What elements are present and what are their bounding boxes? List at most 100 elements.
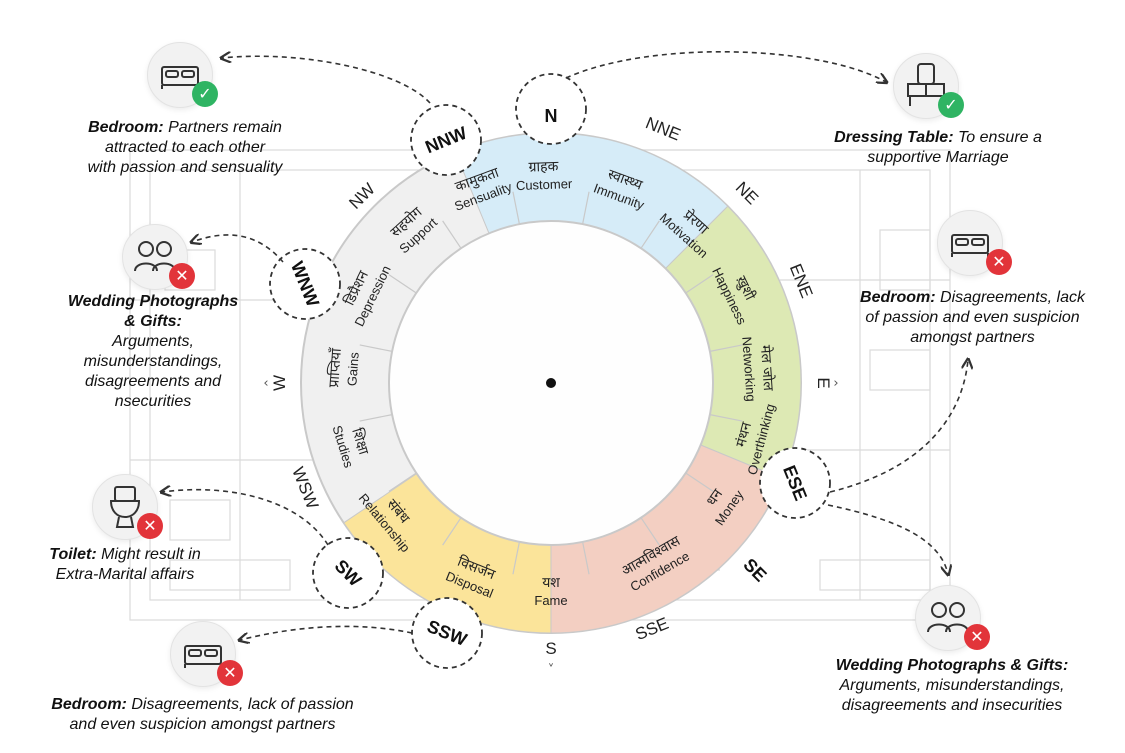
highlight-circle-n — [515, 73, 587, 145]
zone-divider — [582, 191, 590, 225]
toilet-icon — [109, 486, 141, 528]
caption-text: supportive Marriage — [867, 149, 1009, 166]
caption-title: Toilet: — [49, 546, 97, 563]
dressing-table-icon — [907, 63, 945, 106]
direction-label-ene: ENE — [786, 261, 817, 301]
direction-label-e: E — [814, 377, 833, 388]
caption-bedroom-ene: Bedroom: Disagreements, lack of passion … — [835, 288, 1110, 348]
zone-divider — [388, 274, 417, 294]
zone-divider — [359, 344, 393, 352]
bed-icon — [161, 66, 199, 89]
zone-divider — [512, 191, 520, 225]
highlight-circle-wnw — [269, 248, 341, 320]
direction-label-w: W — [270, 375, 289, 391]
zone-divider — [442, 220, 462, 249]
zone-label-fame: यश Fame — [534, 575, 567, 608]
highlight-label-n: N — [545, 106, 558, 126]
caption-text: nsecurities — [114, 393, 192, 410]
caption-text: misunderstandings, — [83, 353, 223, 370]
arrow-ese-to-bedroom — [829, 360, 968, 493]
caption-text: Arguments, — [112, 333, 194, 350]
arrow-ssw-to-bedroom — [240, 625, 413, 640]
highlight-circles — [269, 73, 831, 669]
zone-divider — [442, 517, 462, 546]
bedroom-nnw-icon-circle: ✓ — [147, 42, 218, 108]
highlight-circle-ese — [759, 447, 831, 519]
caption-toilet: Toilet: Might result in Extra-Marital af… — [30, 545, 220, 585]
caption-wedding-wnw: Wedding Photographs & Gifts: Arguments, … — [48, 292, 258, 412]
zone-divider — [512, 541, 520, 575]
zone-divider — [640, 517, 660, 546]
zone-hindi-label: मंथन — [733, 420, 755, 449]
zone-divider — [709, 344, 743, 352]
zone-divider — [582, 541, 590, 575]
caption-dressing-table: Dressing Table: To ensure a supportive M… — [818, 128, 1058, 168]
caption-text: To ensure a — [957, 129, 1042, 146]
direction-label-nne: NNE — [643, 113, 683, 144]
caption-title: Bedroom: — [51, 696, 127, 713]
caption-text: attracted to each other — [104, 139, 266, 156]
direction-label-s: S — [545, 639, 556, 658]
zone-english-label: Networking — [739, 336, 758, 402]
center-point — [546, 378, 556, 388]
couple-icon — [927, 602, 969, 633]
zone-english-label: Fame — [534, 593, 567, 608]
arrow-wnw-to-wedding — [192, 235, 284, 263]
bedroom-ene-icon-circle: ✕ — [937, 210, 1012, 276]
dressing-table-icon-circle: ✓ — [893, 53, 964, 119]
bedroom-ssw-icon-circle: ✕ — [170, 621, 243, 687]
caption-title: Bedroom: — [860, 289, 936, 306]
direction-label-ne: NE — [732, 178, 762, 208]
connector-arrows — [162, 50, 968, 640]
caption-title: Wedding Photographs — [67, 293, 239, 310]
zone-dividers — [359, 191, 743, 575]
zone-divider — [709, 414, 743, 422]
caption-text: Disagreements, lack — [940, 289, 1085, 306]
caption-text: disagreements and insecurities — [841, 697, 1063, 714]
caption-text: amongst partners — [910, 329, 1035, 346]
caption-title: Bedroom: — [88, 119, 164, 136]
cross-icon: ✕ — [964, 624, 990, 650]
caption-text: with passion and sensuality — [87, 159, 283, 176]
cross-icon: ✕ — [169, 263, 195, 289]
toilet-icon-circle: ✕ — [92, 474, 163, 540]
zone-divider — [685, 274, 714, 294]
zone-hindi-label: मेल जोल — [757, 344, 777, 391]
chevron-right-icon: › — [833, 376, 838, 391]
zone-divider — [685, 472, 714, 492]
zone-divider — [359, 414, 393, 422]
caption-text: Partners remain — [168, 119, 282, 136]
wedding-wnw-icon-circle: ✕ — [122, 224, 195, 290]
zone-divider — [640, 220, 660, 249]
caption-text: Might result in — [101, 546, 201, 563]
caption-text: disagreements and — [84, 373, 222, 390]
caption-wedding-se: Wedding Photographs & Gifts: Arguments, … — [812, 656, 1092, 716]
caption-title: Wedding Photographs & Gifts: — [835, 657, 1069, 674]
caption-title: & Gifts: — [124, 313, 182, 330]
highlight-circle-sw — [312, 537, 384, 609]
chevron-left-icon: ‹ — [263, 376, 268, 391]
arrow-sw-to-toilet — [162, 490, 329, 546]
highlight-circle-nnw — [410, 104, 482, 176]
caption-title: Dressing Table: — [834, 129, 954, 146]
caption-text: Extra-Marital affairs — [55, 566, 195, 583]
zone-divider — [388, 472, 417, 492]
wedding-se-icon-circle: ✕ — [915, 585, 990, 651]
check-icon: ✓ — [192, 81, 218, 107]
caption-text: Arguments, misunderstandings, — [839, 677, 1065, 694]
chevron-down-icon: ˅ — [548, 663, 555, 678]
caption-text: Disagreements, lack of passion — [131, 696, 354, 713]
outer-label-se: SE — [739, 554, 770, 585]
cross-icon: ✕ — [217, 660, 243, 686]
zone-hindi-label: धन — [704, 486, 727, 509]
caption-text: of passion and even suspicion — [865, 309, 1080, 326]
zone-hindi-label: यश — [542, 575, 560, 591]
zone-hindi-label: प्राप्तियाँ — [325, 347, 345, 388]
zone-label-gains: प्राप्तियाँGains — [325, 347, 362, 388]
caption-bedroom-ssw: Bedroom: Disagreements, lack of passion … — [30, 695, 375, 735]
caption-bedroom-nnw: Bedroom: Partners remain attracted to ea… — [55, 118, 315, 178]
arrow-n-to-dressing — [565, 50, 886, 82]
caption-text: and even suspicion amongst partners — [69, 716, 336, 733]
